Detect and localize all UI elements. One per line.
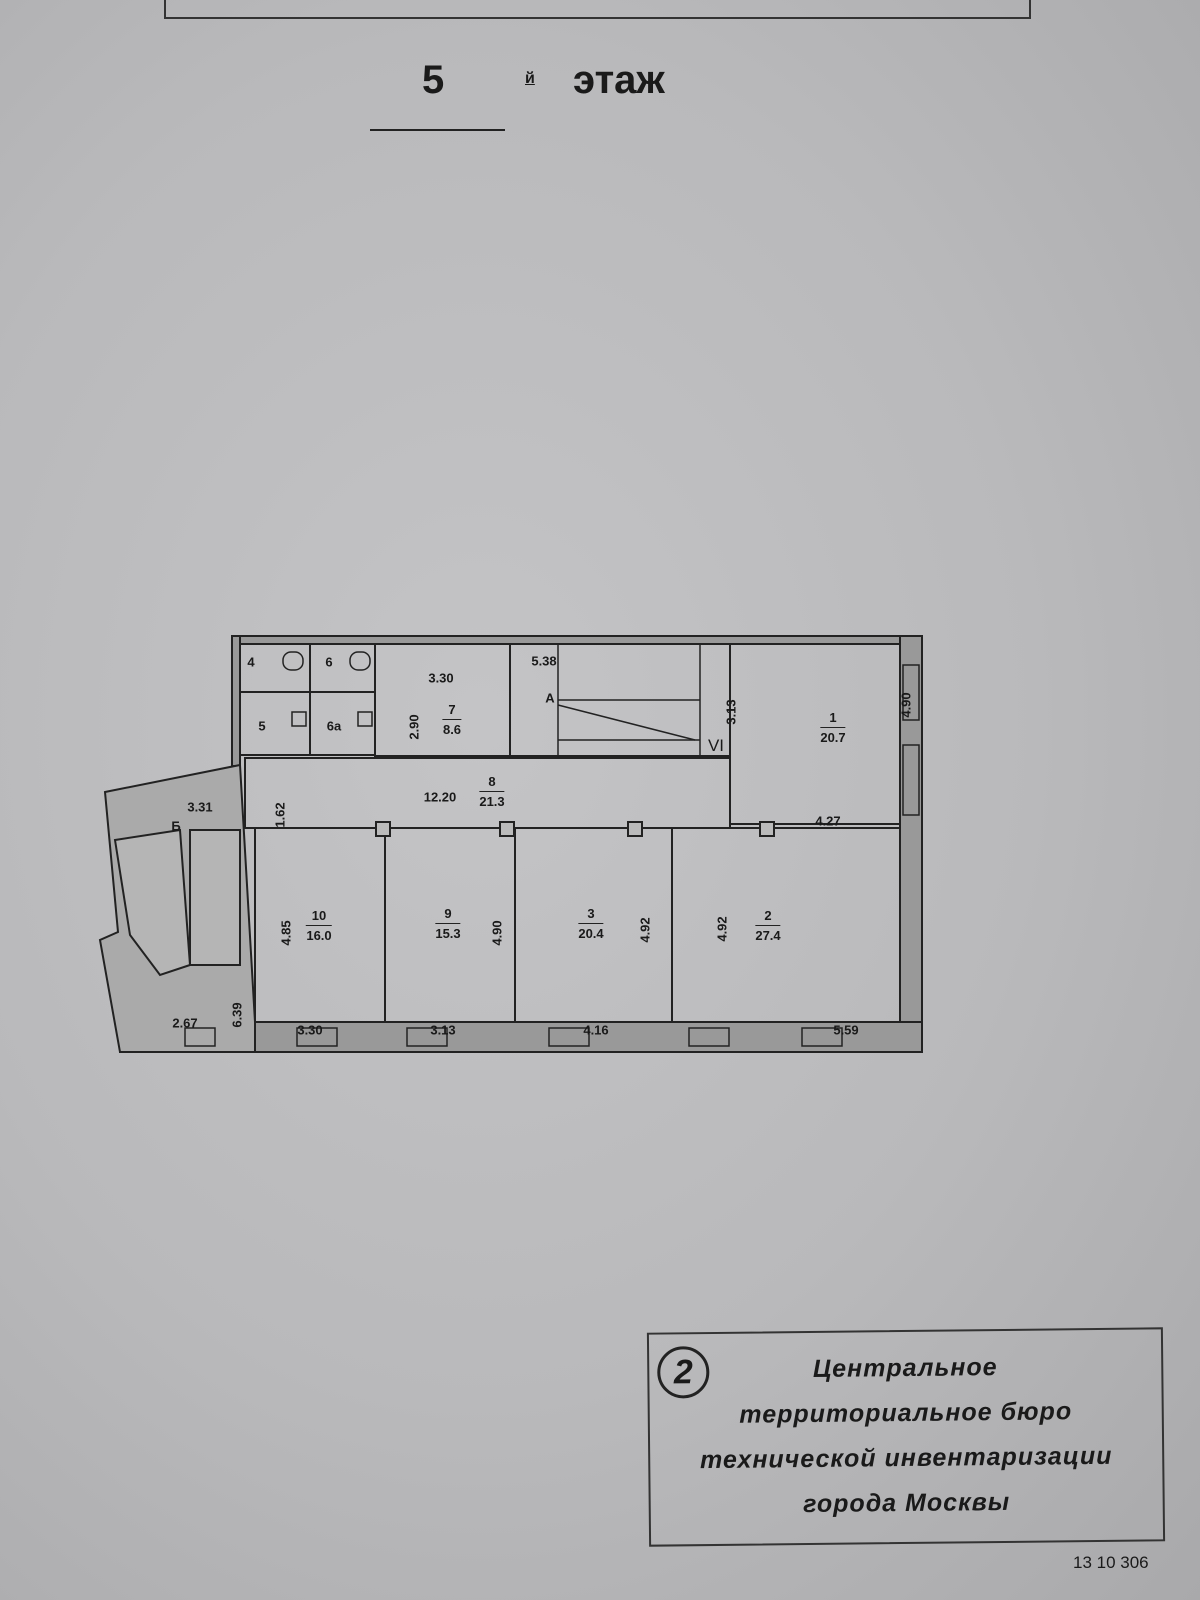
room-area: 16.0 — [306, 928, 332, 943]
dim-b-height: 6.39 — [229, 1002, 245, 1028]
dim-a-height: 3.13 — [723, 699, 739, 725]
dim-1-width: 4.27 — [815, 813, 841, 829]
dim-7-width: 3.30 — [428, 670, 454, 686]
stamp-line-1: Центральное — [812, 1353, 998, 1383]
room-number: 7 — [442, 702, 462, 720]
dim-9-height: 4.90 — [489, 920, 505, 946]
room-4-label: 4 — [247, 654, 255, 670]
room-number: 8 — [479, 774, 505, 792]
document-number: 13 10 306 — [1073, 1553, 1149, 1572]
floor-word: этаж — [573, 58, 665, 102]
dim-10-height: 4.85 — [278, 920, 294, 946]
floor-suffix: й — [525, 70, 535, 87]
room-area: 8.6 — [442, 722, 462, 737]
dim-1-height: 4.90 — [898, 692, 914, 718]
room-number: 9 — [435, 906, 461, 924]
outer-wall-top — [231, 635, 923, 645]
dim-2-height: 4.92 — [714, 916, 730, 942]
bti-stamp: 2 Центральное территориальное бюро техни… — [646, 1327, 1166, 1547]
dim-b-corridor: 1.62 — [272, 802, 288, 828]
dim-7-height: 2.90 — [406, 714, 422, 740]
room-area: 15.3 — [435, 926, 461, 941]
room-10-label: 10 16.0 — [305, 908, 333, 944]
dim-3-height: 4.92 — [637, 917, 653, 943]
dim-9-width: 3.13 — [430, 1022, 456, 1038]
dim-a-width: 5.38 — [531, 653, 557, 669]
room-number: 2 — [755, 908, 781, 926]
floor-number: 5 — [422, 58, 445, 102]
room-area: 21.3 — [479, 794, 505, 809]
top-frame — [164, 0, 1031, 19]
room-number: 1 — [820, 710, 846, 728]
stamp-line-2: территориальное бюро — [739, 1397, 1073, 1429]
dim-10-width: 3.30 — [297, 1022, 323, 1038]
stamp-line-4: города Москвы — [803, 1487, 1011, 1519]
stair-vi-label: VI — [707, 736, 725, 755]
room-5-label: 5 — [258, 718, 266, 734]
stamp-line-3: технической инвентаризации — [699, 1441, 1113, 1475]
stair-a-label: А — [545, 690, 555, 706]
room-number: 10 — [305, 908, 333, 926]
room-area: 27.4 — [755, 928, 781, 943]
room-number: 3 — [578, 906, 604, 924]
room-area: 20.4 — [578, 926, 604, 941]
dim-b-width: 3.31 — [187, 799, 213, 815]
dim-b-bottom: 2.67 — [172, 1015, 198, 1031]
dim-2-width: 5.59 — [833, 1022, 859, 1038]
room-6-label: 6 — [325, 654, 333, 670]
dim-3-width: 4.16 — [583, 1022, 609, 1038]
stair-b-label: Б — [171, 818, 181, 834]
dim-corridor-length: 12.20 — [423, 789, 457, 805]
room-area: 20.7 — [820, 730, 846, 745]
room-6a-label: 6а — [326, 718, 342, 734]
